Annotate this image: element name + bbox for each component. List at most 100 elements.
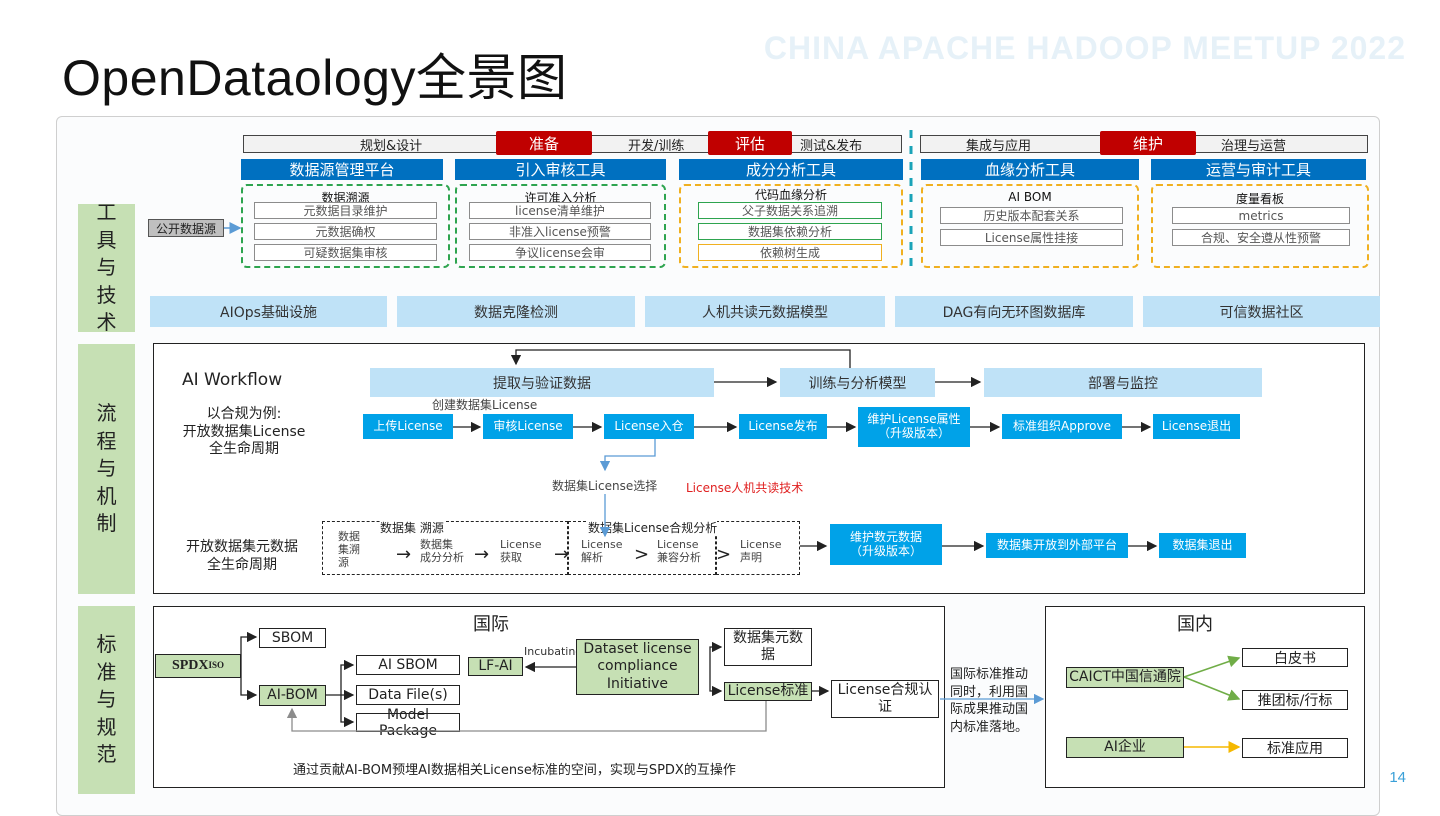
dataset-initiative-box: Dataset license compliance Initiative — [576, 639, 699, 695]
dataset-meta-box: 数据集元数 据 — [724, 628, 812, 666]
tool-item: 父子数据关系追溯 — [698, 202, 882, 219]
row-label-char: 流 — [96, 401, 117, 426]
tool-header: 血缘分析工具 — [921, 159, 1139, 180]
row-label-char: 与 — [96, 687, 117, 712]
bridge-note: 国际标准推动 同时，利用国 际成果推动国 内标准落地。 — [950, 667, 1029, 735]
workflow-step: 提取与验证数据 — [370, 368, 714, 397]
tool-group-head: AI BOM — [1008, 190, 1052, 204]
phase-tag-prepare: 准备 — [496, 131, 592, 155]
trace-group — [322, 521, 568, 575]
aibom-box: AI-BOM — [259, 685, 326, 706]
chevron: → — [396, 544, 411, 565]
tool-group-head: 代码血缘分析 — [754, 188, 827, 202]
tech-note: License人机共读技术 — [686, 481, 804, 495]
chevron: → — [554, 544, 569, 565]
row-label-tools: 工 具 与 技 术 — [78, 200, 135, 334]
spdx-iso-sup: ISO — [208, 660, 225, 671]
phase-tag-maintain: 维护 — [1100, 131, 1196, 155]
row-label-char: 机 — [96, 483, 117, 508]
sbom-box: SBOM — [259, 628, 326, 648]
tool-item: License属性挂接 — [940, 229, 1123, 246]
meta-step: 数据集开放到外部平台 — [986, 533, 1128, 558]
tool-item: 争议license会审 — [469, 244, 651, 261]
tool-item: 依赖树生成 — [698, 244, 882, 261]
phase-label: 规划&设计 — [360, 138, 423, 154]
feedback-connector — [510, 349, 851, 368]
row-label-char: 范 — [96, 742, 117, 767]
tool-group-audit — [1151, 184, 1369, 268]
tool-item: license清单维护 — [469, 202, 651, 219]
chevron: → — [474, 544, 489, 565]
tool-group-head: 许可准入分析 — [524, 191, 597, 205]
tool-item: 元数据目录维护 — [254, 202, 437, 219]
row-label-char: 标 — [96, 632, 117, 657]
row-label-char: 工 — [96, 200, 117, 225]
tool-group-head: 度量看板 — [1235, 192, 1284, 206]
tool-header: 成分分析工具 — [679, 159, 903, 180]
workflow-step: 训练与分析模型 — [780, 368, 935, 397]
feedback-connector — [286, 701, 767, 732]
connector — [1183, 655, 1241, 678]
row-label-char: 与 — [96, 456, 117, 481]
intl-title: 国际 — [473, 614, 509, 635]
tool-item: 可疑数据集审核 — [254, 244, 437, 261]
whitepaper-box: 白皮书 — [1242, 648, 1348, 667]
create-license-label: 创建数据集License — [432, 398, 538, 412]
meta-sub-step: 数据集 成分分析 — [420, 538, 464, 565]
row-label-char: 准 — [96, 659, 117, 684]
tool-item: 非准入license预警 — [469, 223, 651, 240]
chevron: > — [634, 544, 649, 565]
license-step: License入仓 — [604, 414, 694, 439]
connector — [709, 667, 723, 697]
license-step: 维护License属性 （升级版本） — [858, 407, 970, 447]
standards-footnote: 通过贡献AI-BOM预埋AI数据相关License标准的空间，实现与SPDX的互… — [293, 763, 736, 778]
caict-box: CAICT中国信通院 — [1066, 667, 1184, 688]
row-label-char: 术 — [96, 310, 117, 335]
license-step: 审核License — [483, 414, 573, 439]
page-title: OpenDataology全景图 — [62, 50, 568, 106]
std-app-box: 标准应用 — [1242, 738, 1348, 758]
page-number: 14 — [1389, 769, 1406, 786]
meta-sub-step: License 获取 — [500, 538, 542, 565]
connector — [340, 659, 355, 695]
tool-group-lineage — [921, 184, 1139, 268]
spdx-label: SPDX — [171, 658, 209, 674]
license-select-label: 数据集License选择 — [552, 479, 658, 493]
tech-item: AIOps基础设施 — [150, 296, 387, 327]
lfai-box: LF-AI — [468, 657, 523, 676]
tool-group-composition — [679, 184, 903, 268]
tool-group-datasource — [241, 184, 450, 268]
phase-label: 集成与应用 — [966, 138, 1032, 154]
connector — [1183, 676, 1241, 701]
meta-sub-step: 数据 集溯 源 — [338, 530, 360, 570]
row-label-char: 规 — [96, 714, 117, 739]
row-label-char: 技 — [96, 282, 117, 307]
tool-header: 数据源管理平台 — [241, 159, 443, 180]
lifecycle-example-label: 以合规为例: 开放数据集License 全生命周期 — [182, 406, 306, 457]
license-cert-box: License合规认 证 — [831, 680, 939, 718]
connector — [340, 695, 355, 728]
ai-workflow-label: AI Workflow — [182, 370, 283, 390]
tool-group-head: 数据溯源 — [321, 191, 370, 205]
metadata-lifecycle-label: 开放数据集元数据 全生命周期 — [186, 539, 298, 574]
chevron: > — [716, 544, 731, 565]
tool-item: metrics — [1172, 207, 1350, 224]
license-step: 标准组织Approve — [1002, 414, 1122, 439]
meta-step: 数据集退出 — [1159, 533, 1246, 558]
tool-item: 历史版本配套关系 — [940, 207, 1123, 224]
tool-header: 引入审核工具 — [455, 159, 666, 180]
phase-label: 治理与运营 — [1221, 138, 1287, 154]
row-label-char: 程 — [96, 428, 117, 453]
tool-item: 数据集依赖分析 — [698, 223, 882, 240]
declare-group — [716, 521, 800, 575]
tech-item: 可信数据社区 — [1143, 296, 1380, 327]
tool-header: 运营与审计工具 — [1151, 159, 1366, 180]
data-file-box: Data File(s) — [356, 685, 460, 705]
trace-group-head: 数据集 溯源 — [380, 519, 444, 536]
connector — [599, 439, 656, 472]
ai-sbom-box: AI SBOM — [356, 655, 460, 675]
public-data-source: 公开数据源 — [148, 219, 224, 237]
tool-item: 合规、安全遵从性预警 — [1172, 229, 1350, 246]
license-std-box: License标准 — [724, 682, 812, 701]
